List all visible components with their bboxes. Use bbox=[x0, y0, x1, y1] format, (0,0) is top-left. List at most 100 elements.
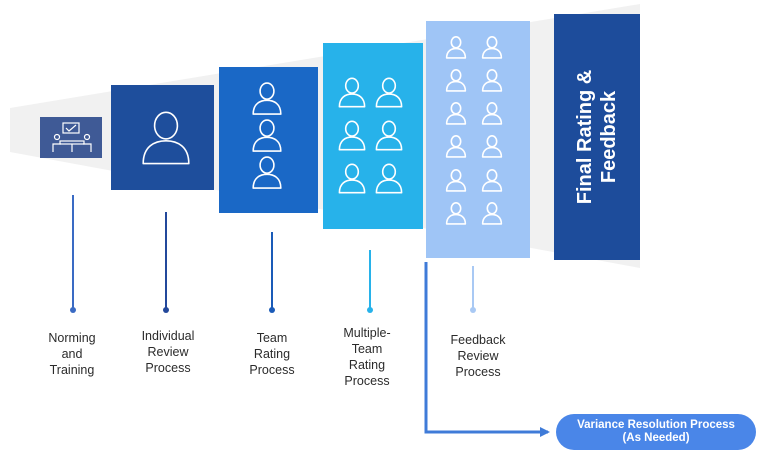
stage-label-norming: Norming and Training bbox=[40, 330, 104, 378]
person-head bbox=[344, 163, 360, 180]
person-head bbox=[381, 77, 397, 94]
person-head bbox=[259, 156, 275, 174]
stage-icons bbox=[52, 36, 503, 225]
person-body bbox=[252, 173, 282, 189]
team-person-icon bbox=[252, 156, 282, 189]
person-body bbox=[375, 136, 403, 151]
person-head bbox=[259, 119, 275, 137]
connector-dot-team bbox=[269, 307, 275, 313]
person-body bbox=[142, 140, 190, 165]
stage-label-multi-team: Multiple- Team Rating Process bbox=[334, 325, 400, 389]
connector-dot-multi-team bbox=[367, 307, 373, 313]
stage-box-norming bbox=[40, 117, 102, 158]
chairs-shape bbox=[52, 143, 92, 152]
person-body bbox=[481, 80, 503, 92]
variance-line-2: (As Needed) bbox=[622, 432, 690, 444]
stage-label-line: Individual bbox=[141, 329, 195, 343]
crowd-person-icon bbox=[445, 69, 467, 92]
person-body bbox=[338, 136, 366, 151]
group-person-icon bbox=[375, 77, 403, 108]
stage-label-line: Rating bbox=[348, 358, 386, 372]
person-body bbox=[445, 113, 467, 125]
crowd-person-icon bbox=[445, 102, 467, 125]
crowd-person-icon bbox=[445, 135, 467, 158]
stage-label-line: Team bbox=[256, 331, 288, 345]
crowd-person-icon bbox=[481, 69, 503, 92]
person-body bbox=[445, 213, 467, 225]
stage-label-line: Multiple- bbox=[343, 326, 391, 340]
person-head bbox=[53, 133, 61, 141]
stage-box-team bbox=[219, 67, 318, 213]
crowd-person-icon bbox=[481, 135, 503, 158]
crowd-person-icon bbox=[481, 102, 503, 125]
person-body bbox=[252, 136, 282, 152]
person-body bbox=[481, 213, 503, 225]
person-body bbox=[481, 146, 503, 158]
stage-label-line: Process bbox=[344, 374, 390, 388]
checkmark-shape bbox=[65, 124, 77, 132]
crowd-person-icon bbox=[445, 202, 467, 225]
person-head bbox=[381, 120, 397, 137]
person-head bbox=[344, 77, 360, 94]
final-title-line-2: Feedback bbox=[598, 90, 621, 184]
final-rating-box bbox=[554, 14, 640, 260]
person-body bbox=[375, 179, 403, 194]
variance-resolution-pill: Variance Resolution Process (As Needed) bbox=[556, 414, 756, 450]
stage-label-team: Team Rating Process bbox=[240, 330, 304, 378]
person-body bbox=[481, 113, 503, 125]
stage-label-line: Norming bbox=[48, 331, 96, 345]
person-head bbox=[381, 163, 397, 180]
group-person-icon bbox=[375, 163, 403, 194]
person-head bbox=[83, 133, 91, 141]
team-person-icon bbox=[252, 82, 282, 115]
group-person-icon bbox=[338, 120, 366, 151]
stage-label-line: Feedback bbox=[450, 333, 506, 347]
board-shape bbox=[62, 122, 80, 134]
crowd-person-icon bbox=[481, 202, 503, 225]
person-body bbox=[445, 146, 467, 158]
stage-label-line: Review bbox=[147, 345, 189, 359]
person-body bbox=[445, 80, 467, 92]
team-person-icon bbox=[252, 119, 282, 152]
person-body bbox=[445, 180, 467, 192]
connector-dot-feedback bbox=[470, 307, 476, 313]
stage-label-line: Process bbox=[455, 365, 501, 379]
variance-arrow bbox=[424, 262, 550, 437]
crowd-person-icon bbox=[481, 169, 503, 192]
person-body bbox=[481, 47, 503, 59]
meeting-table-icon bbox=[52, 122, 92, 152]
stage-label-line: Training bbox=[49, 363, 95, 377]
crowd-person-icon bbox=[445, 169, 467, 192]
person-body bbox=[338, 93, 366, 108]
person-body bbox=[445, 47, 467, 59]
stage-boxes bbox=[40, 14, 640, 260]
stage-box-feedback bbox=[426, 21, 530, 258]
final-rating-box-label: Final Rating & Feedback bbox=[554, 14, 640, 260]
group-person-icon bbox=[375, 120, 403, 151]
connector-dot-individual bbox=[163, 307, 169, 313]
person-icon bbox=[142, 111, 190, 165]
group-person-icon bbox=[338, 163, 366, 194]
variance-line-1: Variance Resolution Process bbox=[577, 419, 735, 431]
stage-label-line: Team bbox=[351, 342, 383, 356]
person-head bbox=[153, 111, 179, 140]
connector-dot-norming bbox=[70, 307, 76, 313]
person-head bbox=[259, 82, 275, 100]
person-body bbox=[375, 93, 403, 108]
stage-label-feedback: Feedback Review Process bbox=[444, 332, 512, 380]
group-person-icon bbox=[338, 77, 366, 108]
crowd-person-icon bbox=[481, 36, 503, 59]
stage-label-line: Review bbox=[457, 349, 499, 363]
person-head bbox=[344, 120, 360, 137]
person-body bbox=[252, 99, 282, 115]
stage-label-individual: Individual Review Process bbox=[132, 328, 204, 376]
stage-label-line: and bbox=[61, 347, 83, 361]
person-body bbox=[481, 180, 503, 192]
stage-box-multi-team bbox=[323, 43, 423, 229]
stage-connectors bbox=[70, 195, 476, 313]
stage-label-line: Process bbox=[249, 363, 295, 377]
crowd-person-icon bbox=[445, 36, 467, 59]
person-body bbox=[338, 179, 366, 194]
stage-label-line: Process bbox=[145, 361, 191, 375]
